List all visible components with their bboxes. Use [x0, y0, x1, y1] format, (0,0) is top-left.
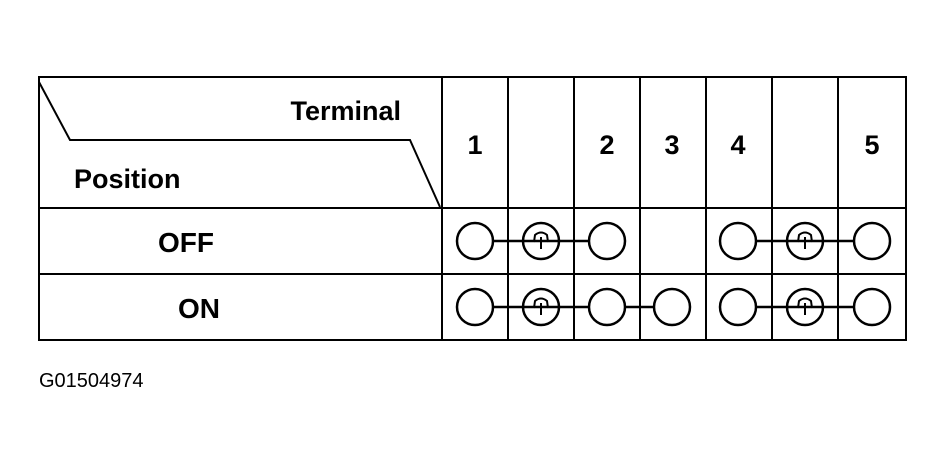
terminal-circle [718, 221, 758, 261]
connection-symbols [455, 221, 892, 327]
bulb-filament [533, 231, 549, 243]
terminal-circle [852, 287, 892, 327]
bulb-filament [533, 297, 549, 309]
terminal-label-3: 3 [664, 130, 679, 160]
row-label-off: OFF [158, 227, 214, 258]
terminal-circle [587, 287, 627, 327]
bulb-filament [797, 297, 813, 309]
terminal-circle [718, 287, 758, 327]
terminal-label-5: 5 [864, 130, 879, 160]
terminal-label-2: 2 [599, 130, 614, 160]
terminal-circle [455, 221, 495, 261]
terminal-header: Terminal [290, 96, 401, 126]
figure-id: G01504974 [39, 370, 144, 392]
terminal-labels: 1 2 3 4 5 [467, 130, 879, 160]
row-label-on: ON [178, 293, 220, 324]
terminal-circle [587, 221, 627, 261]
terminal-label-4: 4 [730, 130, 745, 160]
header-diagonal-split [38, 81, 441, 208]
terminal-circle [852, 221, 892, 261]
column-dividers [507, 77, 839, 340]
position-header: Position [74, 164, 181, 194]
bulb-filament [797, 231, 813, 243]
table-grid [38, 76, 907, 341]
terminal-label-1: 1 [467, 130, 482, 160]
terminal-circle [652, 287, 692, 327]
terminal-circle [455, 287, 495, 327]
